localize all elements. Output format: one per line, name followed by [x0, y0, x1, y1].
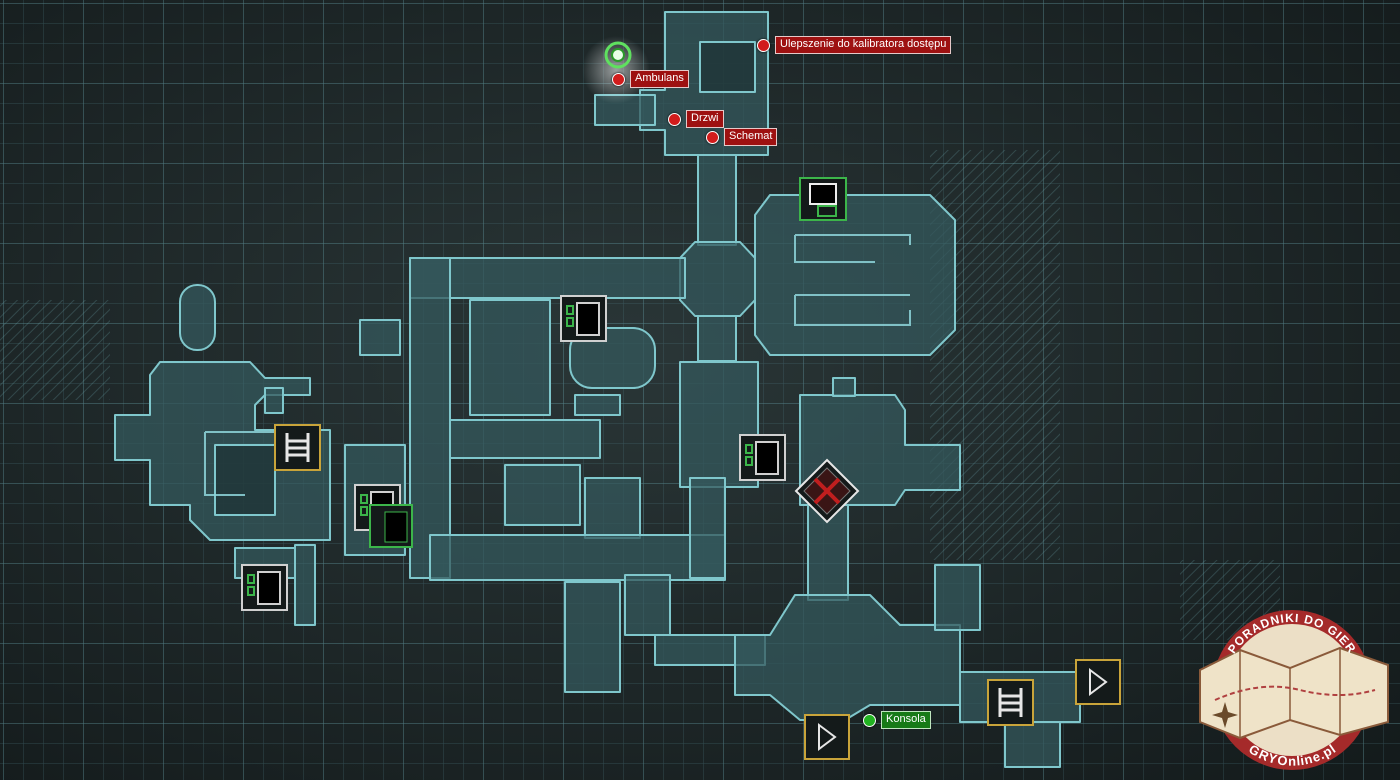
door-icon: [1075, 659, 1121, 705]
store-icon: [241, 564, 288, 611]
svg-text:PORADNIKI DO GIER: PORADNIKI DO GIER: [1225, 611, 1359, 656]
marker-schemat[interactable]: Schemat: [706, 128, 778, 146]
marker-label: Ulepszenie do kalibratora dostępu: [775, 36, 952, 54]
marker-label: Konsola: [881, 711, 931, 729]
marker-label: Drzwi: [686, 110, 724, 128]
save-terminal-icon: [369, 504, 413, 548]
marker-ulepszenie[interactable]: Ulepszenie do kalibratora dostępu: [757, 36, 952, 54]
logo-bottom-text: GRYOnline.pl: [1246, 741, 1338, 768]
elevator-icon: [987, 679, 1034, 726]
marker-dot-icon: [668, 112, 681, 126]
room-details: [204, 234, 911, 496]
compass-rose-icon: [1212, 702, 1238, 728]
marker-drzwi[interactable]: Drzwi: [668, 110, 724, 128]
door-icon: [804, 714, 850, 760]
marker-dot-icon: [706, 130, 719, 144]
marker-label: Ambulans: [630, 70, 689, 88]
marker-ambulans[interactable]: Ambulans: [612, 70, 689, 88]
marker-dot-icon: [612, 72, 625, 86]
logo-top-text: PORADNIKI DO GIER: [1225, 611, 1358, 656]
store-icon: [739, 434, 786, 481]
objective-cross-icon: [794, 458, 860, 524]
marker-dot-icon: [863, 713, 876, 727]
gryonline-logo: [1199, 610, 1389, 770]
store-icon: [560, 295, 607, 342]
gryonline-logo-text: PORADNIKI DO GIER GRYOnline.pl: [1225, 611, 1359, 769]
marker-dot-icon: [757, 38, 770, 52]
marker-konsola[interactable]: Konsola: [863, 711, 931, 729]
svg-text:GRYOnline.pl: GRYOnline.pl: [1246, 741, 1338, 768]
marker-label: Schemat: [724, 128, 778, 146]
save-terminal-icon: [799, 177, 847, 221]
elevator-icon: [274, 424, 321, 471]
